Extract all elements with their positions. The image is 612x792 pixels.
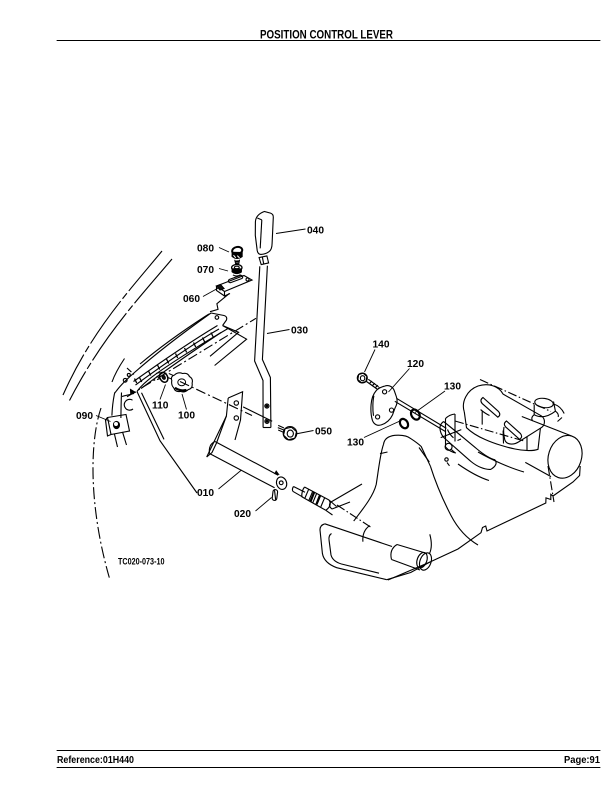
svg-text:090: 090 bbox=[76, 411, 93, 422]
svg-text:030: 030 bbox=[291, 326, 308, 337]
svg-text:010: 010 bbox=[197, 488, 214, 499]
svg-text:130: 130 bbox=[444, 382, 461, 393]
svg-text:020: 020 bbox=[234, 509, 251, 520]
svg-text:TC020-073-10: TC020-073-10 bbox=[118, 557, 165, 567]
svg-text:Reference:01H440: Reference:01H440 bbox=[57, 755, 134, 766]
svg-text:100: 100 bbox=[178, 411, 195, 422]
svg-text:120: 120 bbox=[407, 359, 424, 370]
svg-text:140: 140 bbox=[373, 340, 390, 351]
svg-text:080: 080 bbox=[197, 244, 214, 255]
svg-text:040: 040 bbox=[307, 226, 324, 237]
svg-text:110: 110 bbox=[152, 401, 169, 412]
svg-text:060: 060 bbox=[183, 294, 200, 305]
svg-text:050: 050 bbox=[315, 427, 332, 438]
svg-text:Page:91: Page:91 bbox=[564, 755, 600, 766]
svg-text:070: 070 bbox=[197, 265, 214, 276]
svg-text:130: 130 bbox=[347, 438, 364, 449]
svg-text:POSITION CONTROL LEVER: POSITION CONTROL LEVER bbox=[260, 28, 393, 42]
